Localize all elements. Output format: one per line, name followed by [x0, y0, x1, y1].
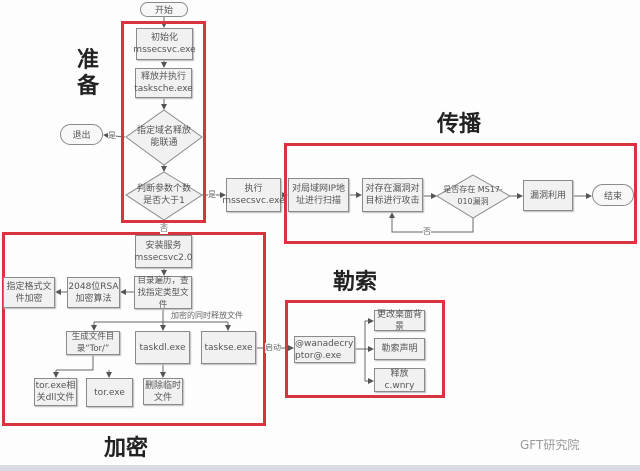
- gen-tor-node: 生成文件目录“Tor/”: [66, 331, 120, 355]
- exploit-node: 漏洞利用: [523, 180, 573, 211]
- section-title-encrypt: 加密: [104, 436, 149, 461]
- rsa-node: 2048位RSA 加密算法: [67, 277, 120, 308]
- edge-label-yes: 是: [108, 131, 116, 141]
- bottom-bar: [0, 465, 640, 471]
- init-node: 初始化 mssecsvc.exe: [133, 28, 196, 60]
- edge-label-no: 否: [160, 224, 168, 234]
- install-service-node: 安装服务 mssecsvc2.0: [135, 235, 192, 268]
- release-wnry-node: 释放 c.wnry: [374, 368, 425, 392]
- ms17-check-text: 是否存在 MS17-010漏洞: [443, 185, 503, 206]
- tor-dll-node: tor.exe相关dll文件: [34, 378, 77, 406]
- section-title-ransom: 勒索: [333, 270, 378, 295]
- exec-mssecsvc-node: 执行 mssecsvc.exe: [222, 178, 285, 212]
- ransom-highlight: [285, 300, 445, 398]
- scan-lan-node: 对局域网IP地址进行扫描: [288, 178, 349, 212]
- tor-exe-node: tor.exe: [86, 378, 133, 407]
- start-node: 开始: [140, 2, 188, 17]
- edge-label-yes: 是: [208, 190, 216, 200]
- taskse-node: taskse.exe: [201, 331, 256, 364]
- spread-highlight: [284, 143, 637, 244]
- edge-label-no: 否: [423, 227, 431, 237]
- section-title-prepare: 准备: [77, 48, 100, 99]
- end-node: 结束: [592, 184, 634, 206]
- release-tasksche-node: 释放并执行 tasksche.exe: [134, 68, 193, 98]
- section-title-spread: 传播: [437, 112, 482, 137]
- ransom-note-node: 勒索声明: [374, 338, 425, 360]
- param-check-text: 判断参数个数是否大于1: [136, 184, 191, 206]
- change-wallpaper-node: 更改桌面背景: [374, 310, 425, 332]
- prepare-highlight: [121, 21, 206, 223]
- exit-node: 退出: [60, 124, 103, 145]
- attack-node: 对存在漏洞对目标进行攻击: [362, 178, 423, 212]
- edge-label-launch: 启动: [265, 343, 281, 353]
- encrypt-highlight: [2, 232, 266, 426]
- encrypt-files-node: 指定格式文件加密: [3, 277, 55, 308]
- traverse-node: 目录遍历，查找指定类型文件: [134, 276, 192, 310]
- watermark-label: GFT研究院: [520, 438, 580, 452]
- decision-ms17: [436, 174, 511, 219]
- delete-tmp-node: 删除临时文件: [143, 378, 183, 405]
- wanadecryptor-node: @wanadecryptor@.exe: [294, 336, 355, 363]
- taskdl-node: taskdl.exe: [135, 331, 190, 364]
- decision-domain-check: [125, 109, 203, 166]
- edge-label-release: 加密的同时释放文件: [171, 311, 243, 321]
- domain-check-text: 指定域名释放能联通: [136, 126, 191, 148]
